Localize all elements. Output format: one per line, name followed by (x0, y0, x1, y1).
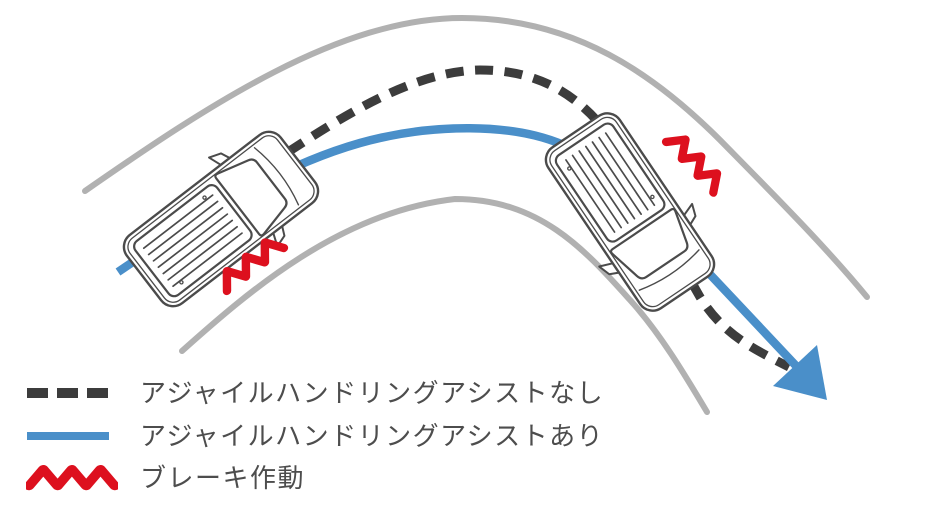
trajectory-arrowhead-icon (773, 345, 827, 400)
road-outer-edge (82, 14, 870, 300)
road-inner-edge (179, 195, 710, 415)
